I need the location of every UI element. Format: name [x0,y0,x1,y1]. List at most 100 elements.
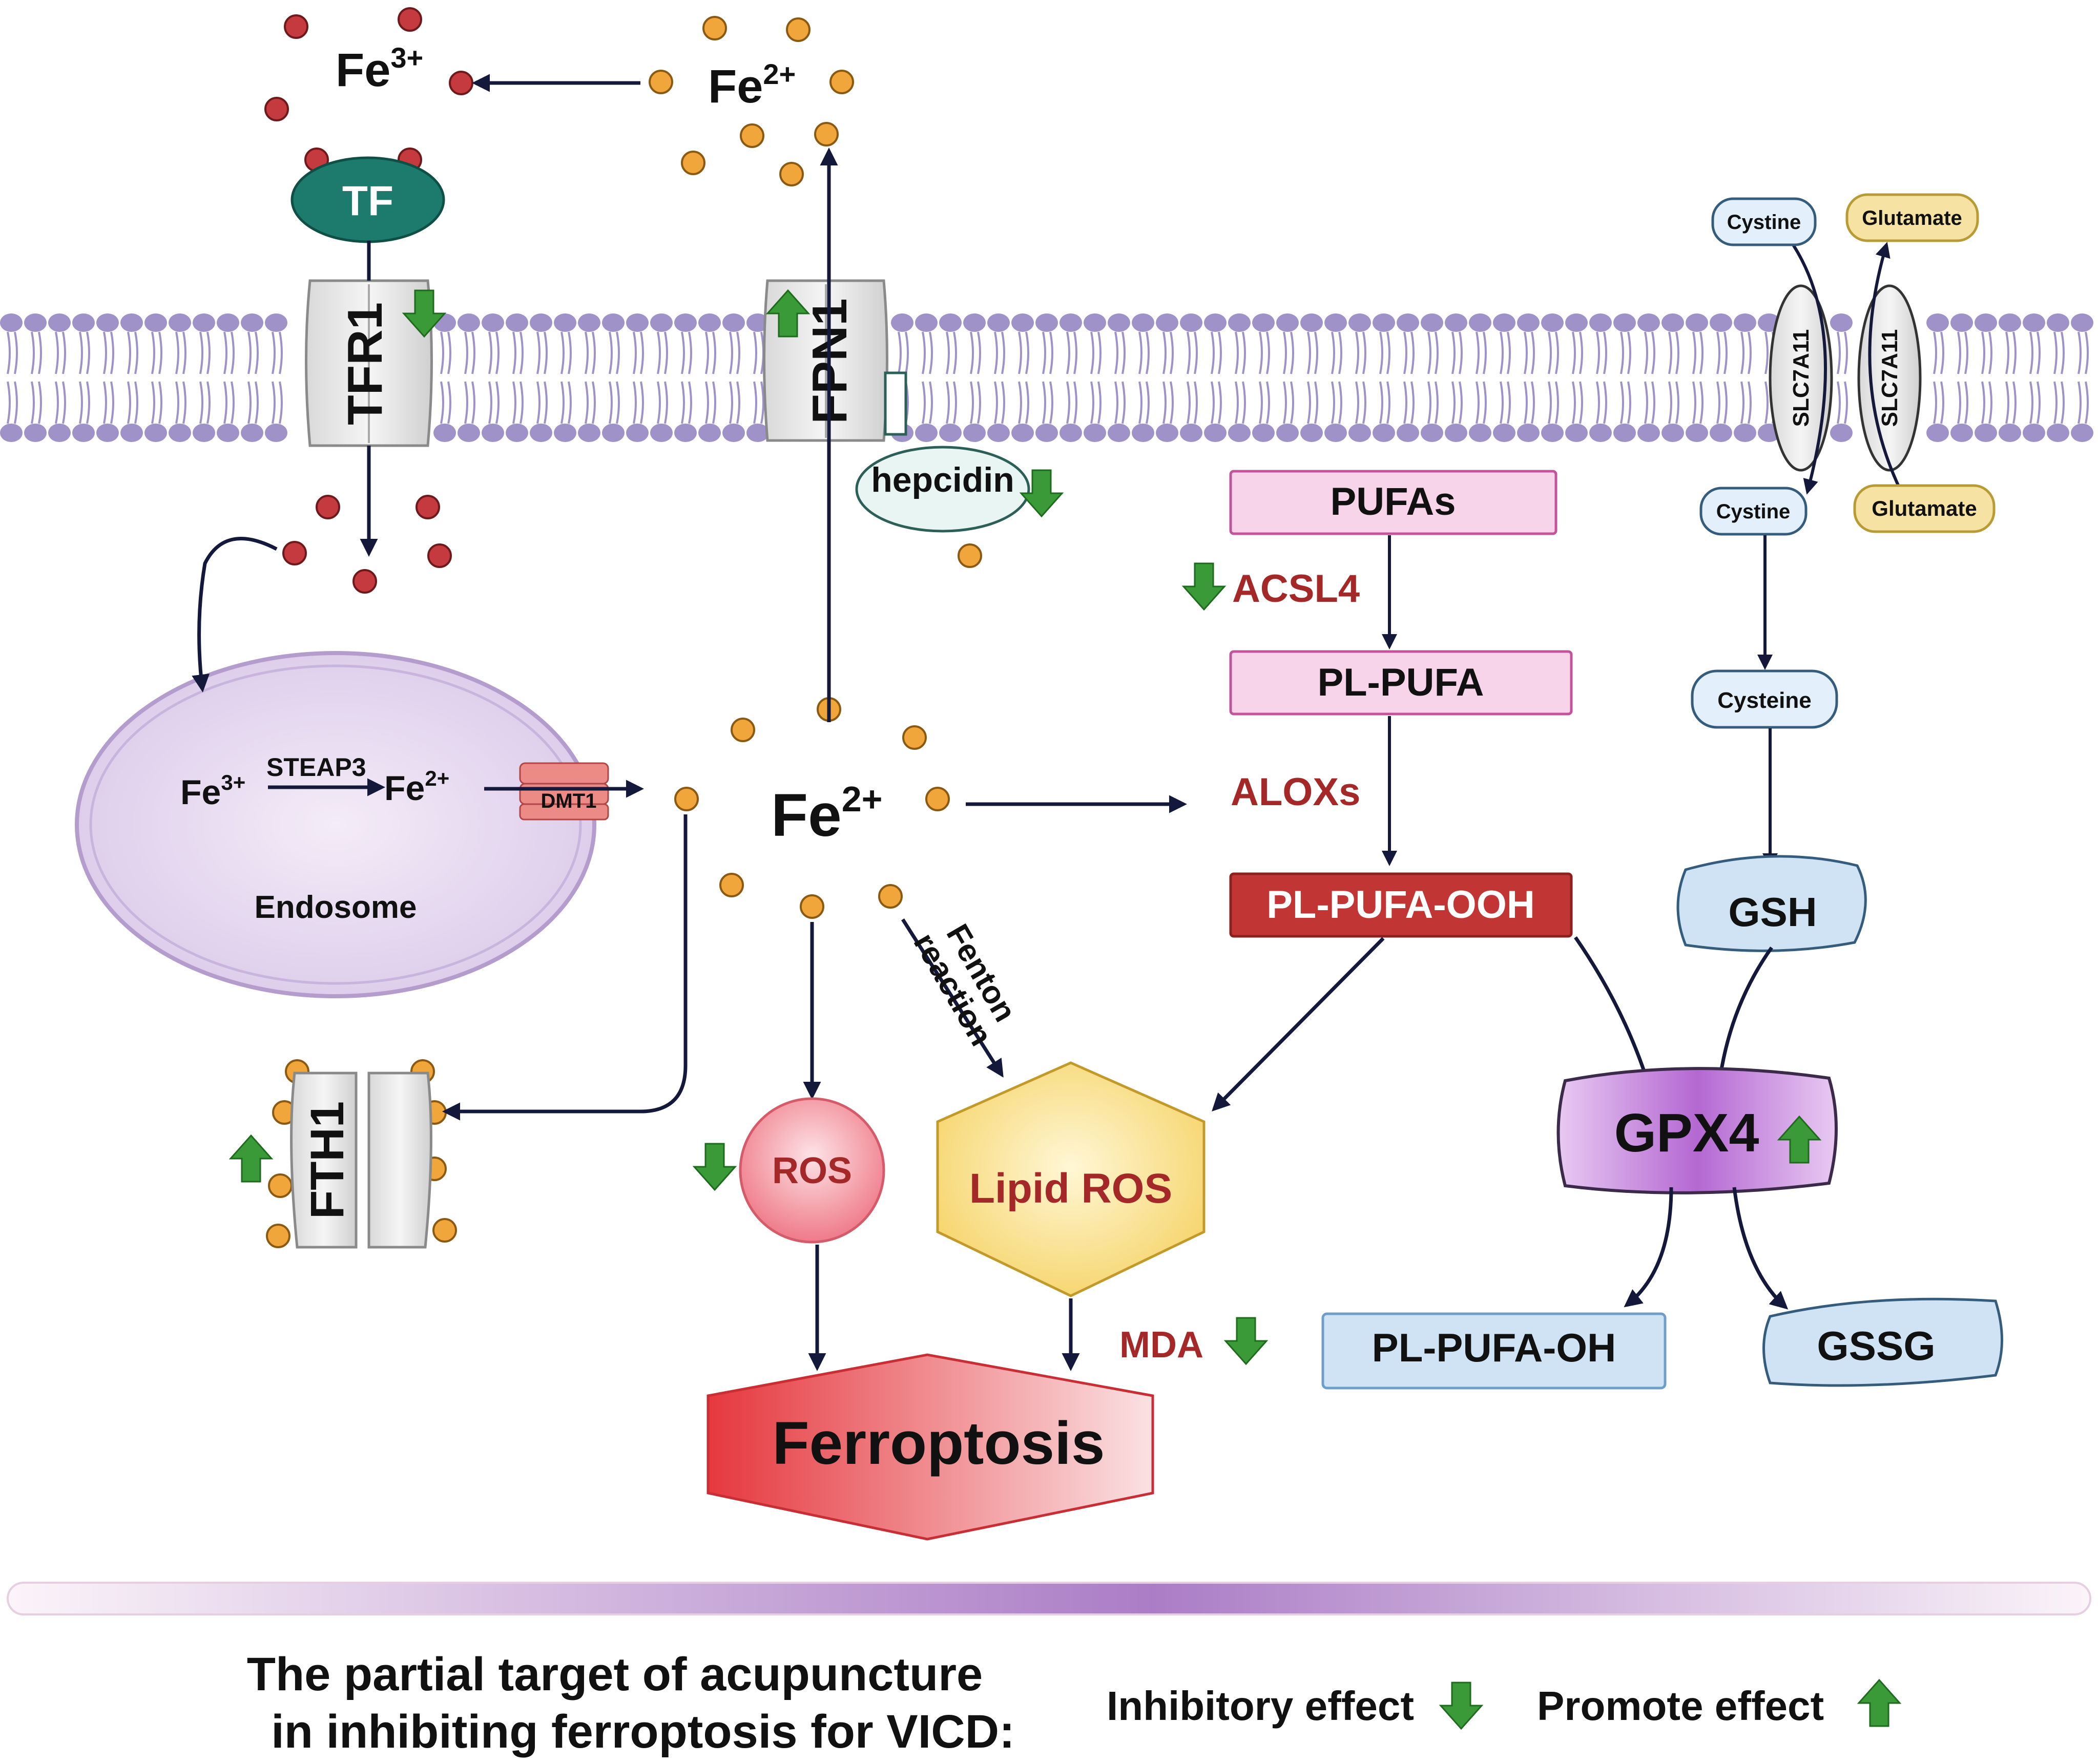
lipid-head [1686,424,1708,442]
tfr1-channel: TFR1 [305,279,433,447]
lipid-tail [1764,331,1769,374]
lipid-tail [1114,381,1118,424]
lipid-tail [199,381,203,424]
lipid-tail [1627,331,1631,374]
ros-down-arrow [693,1143,736,1191]
lipid-head [1661,313,1684,332]
lipid-tail [1386,331,1390,374]
lipid-head [1589,313,1612,332]
lipid-tail [664,331,668,374]
lipid-tail [585,331,589,374]
glutamate-out-label: Glutamate [1862,207,1962,229]
lipid-tail [1025,381,1029,424]
cysteine-pill [1691,669,1838,729]
lipid-tail [86,331,90,374]
lipid-tail [688,331,692,374]
lipid-head [1999,424,2021,442]
lipid-tail [1066,381,1070,424]
lipid-tail [231,381,235,424]
lipid-tail [1748,331,1752,374]
lipid-tail [1459,331,1463,374]
lipid-tail [1242,381,1246,424]
lipid-head [939,424,962,442]
lipid-head [963,313,986,332]
lipid-tail [1307,381,1311,424]
pufas-box [1229,470,1557,535]
lipid-tail [279,331,283,374]
lipid-head [217,424,239,442]
lipid-tail [255,331,259,374]
endosome-label: Endosome [255,890,417,925]
lipid-tail [1338,381,1342,424]
lipid-tail [1740,381,1744,424]
lipid-head [1999,313,2021,332]
fe2-ion [902,725,927,750]
acsl4-down-arrow [1182,562,1225,611]
lipid-tail [103,331,107,374]
lipid-head [265,313,287,332]
lipid-tail [1187,331,1191,374]
lipid-head [169,313,191,332]
lipid-head [1686,313,1708,332]
endosome-inner [89,664,582,985]
fe2-ion [814,122,839,146]
lipid-head [193,424,215,442]
lipid-tail [2029,331,2033,374]
lipid-tail [255,381,259,424]
lipid-tail [1579,331,1583,374]
ros-label: ROS [772,1150,852,1191]
lipid-tail [1596,331,1600,374]
lipid-tail [898,331,902,374]
fe3-extracellular-label: Fe3+ [336,41,423,96]
fe2-ion [800,894,824,919]
glutamate-in-label: Glutamate [1872,496,1977,520]
lipid-head [1276,313,1299,332]
lipid-tail [182,331,186,374]
lipid-tail [1620,381,1624,424]
lipid-tail [1451,381,1456,424]
lipid-tail [1211,331,1215,374]
ooh-to-gpx4-line [1574,936,1648,1077]
fth1-up-arrow [230,1135,273,1183]
lipid-tail [657,381,661,424]
lipid-tail [1403,381,1407,424]
lipid-tail [1723,331,1728,374]
lipid-tail [609,381,613,424]
lipid-head [241,424,263,442]
lipid-tail [1290,331,1294,374]
lipid-tail [1692,381,1696,424]
lipid-tail [1090,381,1094,424]
lipid-tail [1001,381,1005,424]
fe2-ion [266,1224,290,1248]
lipid-head [1445,313,1467,332]
lipid-head [987,424,1010,442]
lipid-head [72,424,95,442]
lipid-tail [2078,381,2082,424]
pl-pufa-box [1229,650,1573,716]
lipid-tail [1218,381,1222,424]
lipid-tail [1355,331,1359,374]
fe2-ion [779,162,804,186]
lipid-tail [1162,381,1167,424]
fe2-to-fth1-arrow [442,814,688,1121]
lipid-head [1060,424,1082,442]
lipid-tail [512,381,516,424]
lipid-tail [1435,381,1439,424]
lipid-tail [2053,331,2058,374]
lipid-tail [1981,331,1985,374]
lipid-head [1734,313,1756,332]
lipid-head [1252,424,1275,442]
lipid-head [0,313,23,332]
lipid-tail [616,381,620,424]
lipid-head [554,313,576,332]
lipid-tail [1259,331,1263,374]
lipid-tail [2053,381,2058,424]
lipid-head [1011,313,1034,332]
lipid-tail [1331,331,1335,374]
lipid-tail [1476,331,1480,374]
fth1-channel: FTH1 [290,1072,432,1249]
lipid-tail [1555,381,1559,424]
lipid-tail [664,381,668,424]
lipid-tail [2012,381,2017,424]
fe2-ion [649,70,673,94]
